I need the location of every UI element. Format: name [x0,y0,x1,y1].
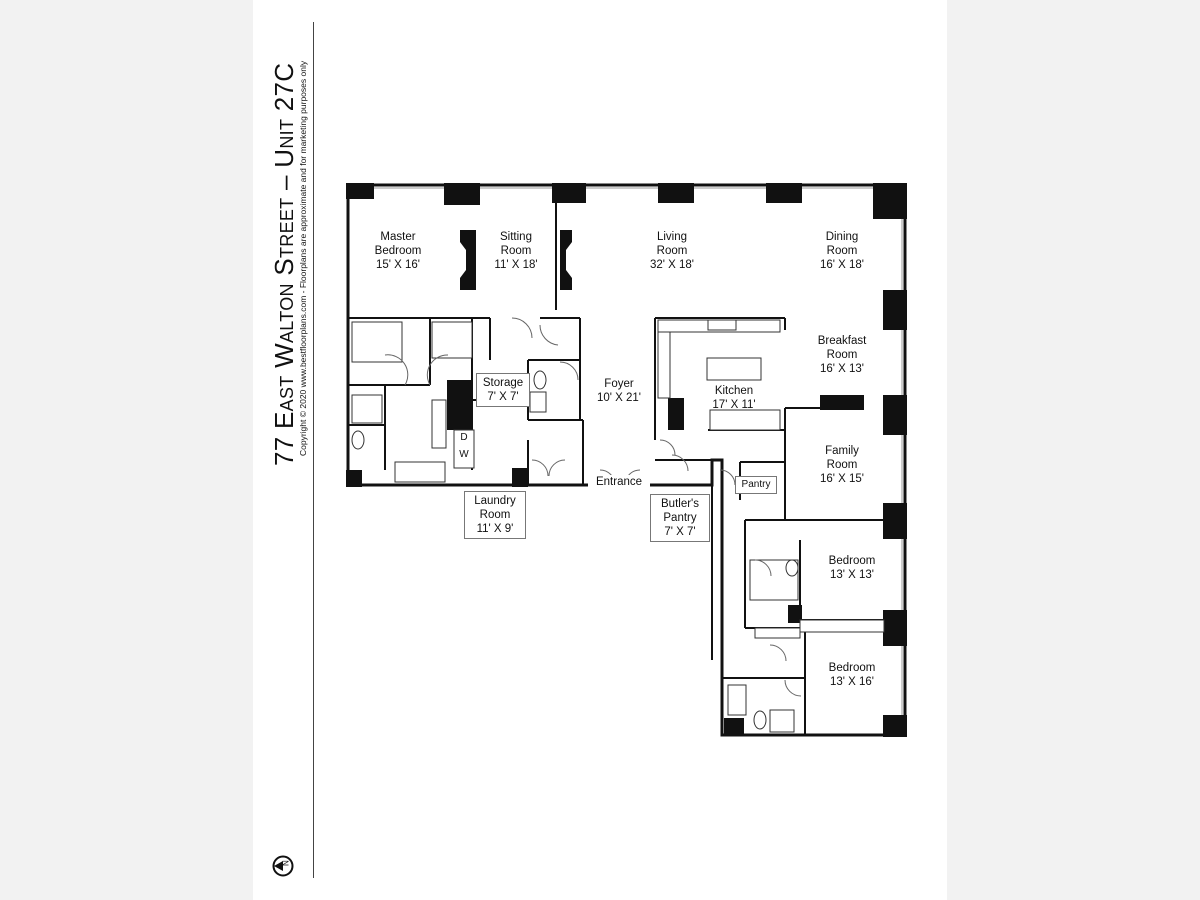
washer-dryer-label: D W [459,432,469,460]
room-name: Breakfast [817,335,867,347]
room-name: Sitting [500,231,532,243]
room-entrance: Entrance [588,475,650,489]
room-name: Bedroom [828,555,876,567]
room-name: Dining [825,231,859,243]
room-laundry-room: Laundry Room 11' X 9' [464,491,526,539]
room-bedroom-1: Bedroom 13' X 13' [814,554,890,582]
room-name: Master [380,231,416,243]
room-name: Bedroom [828,662,876,674]
exterior-walls [346,183,907,737]
fireplaces [460,230,572,290]
room-size: 7' X 7' [664,526,696,538]
room-name: Pantry [741,479,771,490]
room-foyer: Foyer 10' X 21' [588,377,650,405]
room-name: Pantry [663,512,697,524]
room-size: 16' X 13' [819,363,865,375]
room-size: 16' X 15' [819,473,865,485]
room-size: 11' X 18' [494,259,538,271]
svg-text:N: N [282,860,291,866]
room-living-room: Living Room 32' X 18' [640,230,704,272]
room-size: 17' X 11' [712,399,756,411]
room-name: Kitchen [714,385,754,397]
room-bedroom-2: Bedroom 13' X 16' [814,661,890,689]
room-name: Family [825,445,859,457]
room-pantry: Pantry [735,476,777,494]
room-master-bedroom: Master Bedroom 15' X 16' [368,230,428,272]
room-family-room: Family Room 16' X 15' [810,444,874,486]
room-size: 13' X 13' [829,569,875,581]
room-name: Storage [482,377,524,389]
room-name: Foyer [604,378,634,390]
door-swings [384,317,802,697]
room-sitting-room: Sitting Room 11' X 18' [486,230,546,272]
room-size: 13' X 16' [829,676,875,688]
room-size: 7' X 7' [487,391,519,403]
structural-columns [346,183,907,737]
room-name: Room [656,245,688,257]
north-compass-icon: N [272,855,294,877]
room-storage: Storage 7' X 7' [476,373,530,407]
room-size: 10' X 21' [596,392,642,404]
room-size: 11' X 9' [476,523,514,535]
room-name: Entrance [595,476,643,488]
room-dining-room: Dining Room 16' X 18' [810,230,874,272]
title-divider [313,22,314,878]
bath-fixtures [351,321,885,733]
room-name: Room [826,459,858,471]
room-kitchen: Kitchen 17' X 11' [702,384,766,412]
room-name: Room [826,245,858,257]
room-size: 16' X 18' [819,259,865,271]
room-name: Room [479,509,511,521]
room-name: Laundry [474,495,516,507]
room-size: 15' X 16' [375,259,421,271]
floorplan-sheet [253,0,947,900]
washer-dryer [453,429,475,469]
room-breakfast-room: Breakfast Room 16' X 13' [808,334,876,376]
room-name: Room [500,245,532,257]
room-butlers-pantry: Butler's Pantry 7' X 7' [650,494,710,542]
room-name: Room [826,349,858,361]
room-size: 32' X 18' [649,259,695,271]
room-name: Bedroom [374,245,422,257]
room-name: Butler's [661,498,699,510]
kitchen-cabinets [657,319,781,431]
room-name: Living [656,231,688,243]
